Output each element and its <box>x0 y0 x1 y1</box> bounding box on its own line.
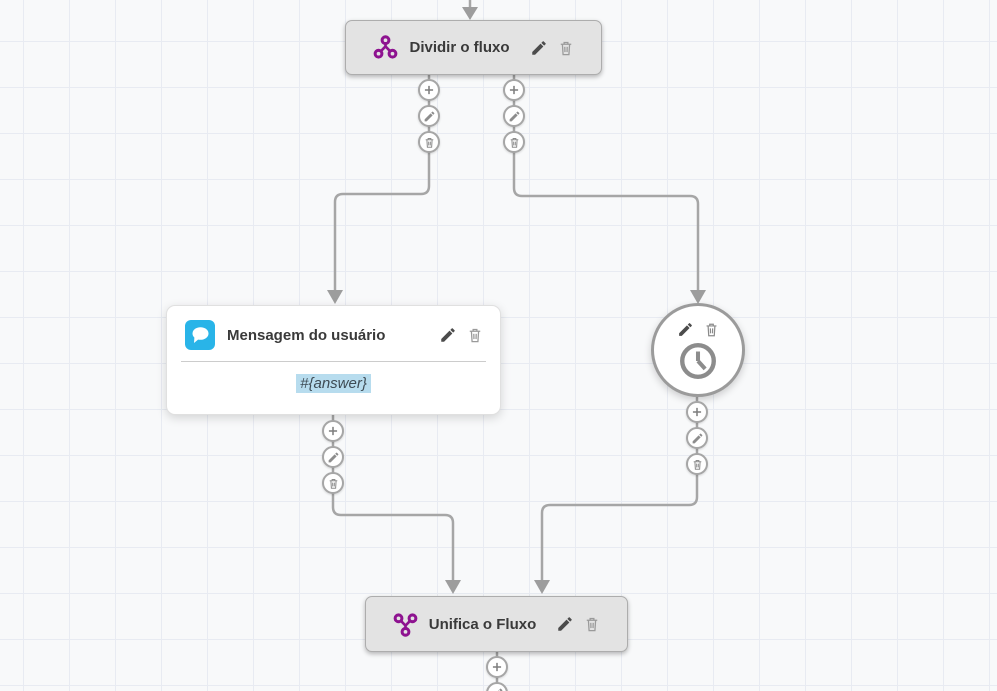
delete-node-button[interactable] <box>583 615 601 633</box>
delete-node-button[interactable] <box>466 326 484 344</box>
edit-connection-button[interactable] <box>418 105 440 127</box>
edit-icon <box>496 688 502 691</box>
arrowhead <box>690 290 706 304</box>
edit-icon <box>441 328 455 342</box>
edit-node-button[interactable] <box>439 326 457 344</box>
chat-bubble-icon <box>185 320 215 350</box>
delete-connection-button[interactable] <box>322 472 344 494</box>
wait-node[interactable] <box>651 303 745 397</box>
edit-icon <box>558 617 573 631</box>
split-flow-icon <box>374 35 398 59</box>
arrowhead <box>462 7 478 20</box>
add-step-button[interactable] <box>486 656 508 678</box>
plus-icon <box>328 426 338 436</box>
arrowhead <box>445 580 461 594</box>
add-step-button[interactable] <box>322 420 344 442</box>
connector-controls-right <box>503 79 525 153</box>
card-divider <box>181 361 486 362</box>
variable-chip[interactable]: #{answer} <box>296 373 371 393</box>
edit-node-button[interactable] <box>677 321 694 338</box>
split-flow-node[interactable]: Dividir o fluxo <box>345 20 602 75</box>
wire-split-to-message <box>333 75 431 290</box>
edit-icon <box>692 433 702 443</box>
plus-icon <box>492 662 502 672</box>
delete-connection-button[interactable] <box>418 131 440 153</box>
add-step-button[interactable] <box>686 401 708 423</box>
user-message-node-title: Mensagem do usuário <box>227 326 386 344</box>
merge-flow-icon <box>393 612 418 637</box>
delete-icon <box>706 323 716 337</box>
edit-icon <box>531 40 546 55</box>
delete-icon <box>329 478 337 489</box>
edit-icon <box>678 323 692 336</box>
edit-node-button[interactable] <box>556 615 574 633</box>
connector-controls-message <box>322 420 344 494</box>
plus-icon <box>692 407 702 417</box>
delete-node-button[interactable] <box>557 39 575 57</box>
split-node-title: Dividir o fluxo <box>409 39 510 56</box>
add-step-button[interactable] <box>503 79 525 101</box>
wire-message-to-merge <box>331 415 455 580</box>
delete-icon <box>510 137 518 148</box>
delete-node-button[interactable] <box>703 321 720 338</box>
edit-connection-button[interactable] <box>486 682 508 691</box>
edit-node-button[interactable] <box>530 39 548 57</box>
connector-controls-merge <box>486 656 508 691</box>
wire-split-to-wait <box>512 75 700 290</box>
delete-icon <box>425 137 433 148</box>
delete-icon <box>560 41 571 55</box>
delete-connection-button[interactable] <box>503 131 525 153</box>
delete-connection-button[interactable] <box>686 453 708 475</box>
plus-icon <box>509 85 519 95</box>
edit-icon <box>509 111 519 121</box>
edit-connection-button[interactable] <box>686 427 708 449</box>
connector-controls-wait <box>686 401 708 475</box>
arrowhead <box>327 290 343 304</box>
edit-connection-button[interactable] <box>503 105 525 127</box>
arrowhead <box>534 580 550 594</box>
user-message-node[interactable]: Mensagem do usuário #{answer} <box>166 305 501 415</box>
delete-icon <box>469 328 481 343</box>
add-step-button[interactable] <box>418 79 440 101</box>
edit-icon <box>328 452 338 462</box>
merge-flow-node[interactable]: Unifica o Fluxo <box>365 596 628 652</box>
delete-icon <box>587 617 598 632</box>
connector-controls-left <box>418 79 440 153</box>
wire-wait-to-merge <box>540 397 699 580</box>
merge-node-title: Unifica o Fluxo <box>428 615 537 633</box>
edit-connection-button[interactable] <box>322 446 344 468</box>
edit-icon <box>424 111 434 121</box>
delete-icon <box>693 459 701 470</box>
clock-icon <box>680 343 716 379</box>
plus-icon <box>424 85 434 95</box>
